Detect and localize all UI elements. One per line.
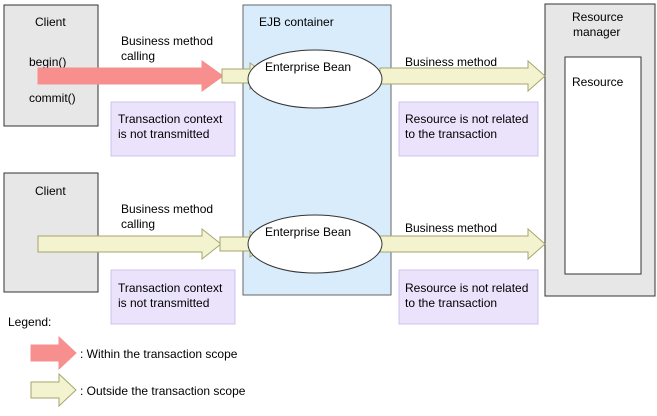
- resource-note-bottom: [398, 269, 539, 325]
- context-note-top-line1: Transaction context: [118, 112, 223, 126]
- resource-note-top-line1: Resource is not related: [405, 112, 528, 126]
- resource-box: [564, 56, 642, 275]
- enterprise-bean-top-label: Enterprise Bean: [265, 60, 351, 74]
- call-label-bottom-line2: calling: [121, 217, 155, 231]
- context-note-bottom: [110, 269, 236, 325]
- client-bottom-box: [3, 172, 99, 293]
- enterprise-bean-bottom: [247, 214, 383, 274]
- method-label-bottom: Business method: [405, 221, 497, 235]
- method-arrow-top: [379, 59, 546, 93]
- resource-note-bottom-line1: Resource is not related: [405, 281, 528, 295]
- legend-within-arrow: [30, 335, 77, 371]
- call-arrow-top-within: [37, 60, 224, 92]
- enterprise-bean-top: [247, 49, 383, 109]
- context-note-top: [110, 101, 236, 157]
- legend-outside-label: : Outside the transaction scope: [80, 384, 246, 398]
- resource-manager-title-line1: Resource: [572, 10, 624, 24]
- resource-manager-title-line2: manager: [573, 25, 620, 39]
- enterprise-bean-bottom-label: Enterprise Bean: [265, 225, 351, 239]
- call-label-top-line1: Business method: [121, 34, 213, 48]
- call-label-top-line2: calling: [121, 49, 155, 63]
- ejb-container-title: EJB container: [259, 15, 334, 29]
- resource-label: Resource: [572, 75, 624, 89]
- resource-note-top-line2: to the transaction: [405, 127, 497, 141]
- resource-note-top: [398, 101, 539, 157]
- legend-title: Legend:: [8, 315, 51, 329]
- call-arrow-bottom: [37, 227, 222, 261]
- client-bottom-title: Client: [35, 184, 66, 198]
- resource-note-bottom-line2: to the transaction: [405, 296, 497, 310]
- legend-outside-arrow: [30, 372, 77, 408]
- client-top-commit: commit(): [29, 91, 76, 105]
- call-label-bottom-line1: Business method: [121, 202, 213, 216]
- client-top-box: [3, 4, 99, 127]
- client-top-title: Client: [35, 15, 66, 29]
- method-arrow-bottom: [379, 227, 546, 261]
- method-label-top: Business method: [405, 55, 497, 69]
- client-top-begin: begin(): [29, 55, 66, 69]
- context-note-top-line2: is not transmitted: [118, 127, 209, 141]
- context-note-bottom-line1: Transaction context: [118, 281, 223, 295]
- legend-within-label: : Within the transaction scope: [80, 347, 238, 361]
- context-note-bottom-line2: is not transmitted: [118, 296, 209, 310]
